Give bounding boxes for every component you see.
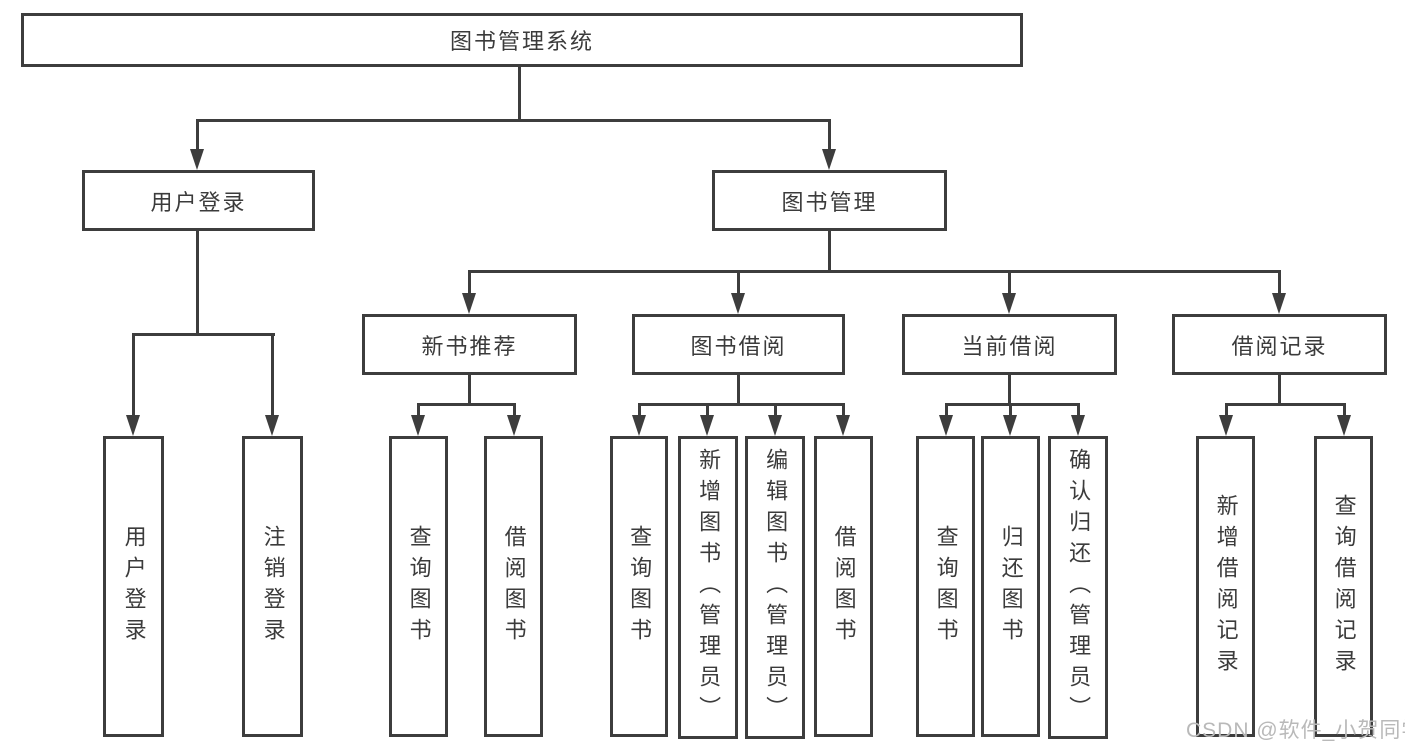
node-label: 图书管理 bbox=[781, 189, 878, 215]
arrowhead-down-icon bbox=[632, 415, 646, 436]
arrowhead-down-icon bbox=[1071, 415, 1085, 436]
node-label: 用户登录 bbox=[150, 189, 247, 215]
leaf-borrow-books-borrowing: 借阅图书 bbox=[814, 436, 873, 737]
arrowhead-down-icon bbox=[411, 415, 425, 436]
leaf-label: 查询图书 bbox=[933, 524, 959, 649]
node-label: 图书管理系统 bbox=[449, 29, 594, 54]
leaf-label: 归还图书 bbox=[998, 524, 1024, 649]
connector-user-login-arm bbox=[196, 119, 199, 152]
arrowhead-down-icon bbox=[700, 415, 714, 436]
node-current-borrowing: 当前借阅 bbox=[902, 314, 1117, 375]
connector-stem bbox=[1008, 375, 1011, 406]
csdn-watermark: CSDN @软件_小贺同学 bbox=[1186, 719, 1405, 742]
leaf-query-books-borrowing: 查询图书 bbox=[610, 436, 668, 737]
leaf-confirm-return-admin: 确认归还（管理员） bbox=[1048, 436, 1108, 739]
leaf-query-borrow-record: 查询借阅记录 bbox=[1314, 436, 1373, 737]
leaf-edit-books-admin: 编辑图书（管理员） bbox=[745, 436, 805, 739]
connector-book-mgmt-arm bbox=[828, 119, 831, 152]
node-label: 新书推荐 bbox=[421, 333, 518, 359]
connector-arm bbox=[1343, 403, 1346, 416]
connector-root-hbar bbox=[196, 119, 831, 122]
arrowhead-down-icon bbox=[462, 293, 476, 314]
connector-user-hbar bbox=[132, 333, 275, 336]
connector-arm bbox=[468, 270, 471, 294]
connector-arm bbox=[1008, 270, 1011, 294]
leaf-label: 新增图书（管理员） bbox=[696, 448, 722, 727]
node-book-management: 图书管理 bbox=[712, 170, 947, 231]
connector-arm bbox=[513, 403, 516, 416]
node-book-management-system: 图书管理系统 bbox=[21, 13, 1023, 67]
connector-stem bbox=[1278, 375, 1281, 406]
arrowhead-down-icon bbox=[768, 415, 782, 436]
arrowhead-down-icon bbox=[1272, 293, 1286, 314]
connector-arm bbox=[737, 270, 740, 294]
node-book-borrowing: 图书借阅 bbox=[632, 314, 845, 375]
connector-arm bbox=[132, 333, 135, 417]
connector-root-stem bbox=[518, 66, 521, 122]
leaf-user-login: 用户登录 bbox=[103, 436, 164, 737]
leaf-label: 注销登录 bbox=[260, 524, 286, 649]
connector-arm bbox=[842, 403, 845, 416]
connector-arm bbox=[1225, 403, 1228, 416]
connector-arm bbox=[774, 403, 777, 416]
leaf-label: 借阅图书 bbox=[501, 524, 527, 649]
connector-hbar bbox=[638, 403, 845, 406]
leaf-add-borrow-record: 新增借阅记录 bbox=[1196, 436, 1255, 737]
connector-stem bbox=[468, 375, 471, 406]
connector-hbar bbox=[945, 403, 1079, 406]
leaf-add-books-admin: 新增图书（管理员） bbox=[678, 436, 738, 739]
leaf-label: 新增借阅记录 bbox=[1213, 493, 1239, 680]
leaf-label: 编辑图书（管理员） bbox=[763, 448, 789, 727]
node-label: 借阅记录 bbox=[1231, 333, 1328, 359]
connector-arm bbox=[1077, 403, 1080, 416]
connector-arm bbox=[638, 403, 641, 416]
node-label: 当前借阅 bbox=[961, 333, 1058, 359]
node-user-login: 用户登录 bbox=[82, 170, 315, 231]
connector-arm bbox=[1009, 403, 1012, 416]
arrowhead-down-icon bbox=[265, 415, 279, 436]
connector-arm bbox=[706, 403, 709, 416]
arrowhead-down-icon bbox=[1002, 293, 1016, 314]
connector-arm bbox=[271, 333, 274, 417]
arrowhead-down-icon bbox=[822, 149, 836, 170]
arrowhead-down-icon bbox=[1003, 415, 1017, 436]
node-borrowing-records: 借阅记录 bbox=[1172, 314, 1387, 375]
node-new-book-recommend: 新书推荐 bbox=[362, 314, 577, 375]
leaf-label: 查询图书 bbox=[627, 524, 653, 649]
arrowhead-down-icon bbox=[1219, 415, 1233, 436]
arrowhead-down-icon bbox=[190, 149, 204, 170]
leaf-label: 用户登录 bbox=[121, 524, 147, 649]
connector-arm bbox=[1278, 270, 1281, 294]
arrowhead-down-icon bbox=[1337, 415, 1351, 436]
connector-mgmt-hbar bbox=[468, 270, 1281, 273]
arrowhead-down-icon bbox=[126, 415, 140, 436]
leaf-query-books-current: 查询图书 bbox=[916, 436, 975, 737]
connector-arm bbox=[417, 403, 420, 416]
arrowhead-down-icon bbox=[836, 415, 850, 436]
leaf-label: 查询借阅记录 bbox=[1331, 493, 1357, 680]
connector-mgmt-stem bbox=[828, 231, 831, 273]
leaf-return-books: 归还图书 bbox=[981, 436, 1040, 737]
arrowhead-down-icon bbox=[731, 293, 745, 314]
connector-hbar bbox=[1225, 403, 1346, 406]
node-label: 图书借阅 bbox=[690, 333, 787, 359]
leaf-query-books-recommend: 查询图书 bbox=[389, 436, 448, 737]
leaf-label: 借阅图书 bbox=[831, 524, 857, 649]
connector-stem bbox=[737, 375, 740, 406]
leaf-logout: 注销登录 bbox=[242, 436, 303, 737]
leaf-borrow-books-recommend: 借阅图书 bbox=[484, 436, 543, 737]
connector-arm bbox=[945, 403, 948, 416]
arrowhead-down-icon bbox=[939, 415, 953, 436]
leaf-label: 确认归还（管理员） bbox=[1066, 448, 1092, 727]
connector-hbar bbox=[417, 403, 516, 406]
leaf-label: 查询图书 bbox=[406, 524, 432, 649]
connector-user-stem bbox=[196, 231, 199, 335]
arrowhead-down-icon bbox=[507, 415, 521, 436]
